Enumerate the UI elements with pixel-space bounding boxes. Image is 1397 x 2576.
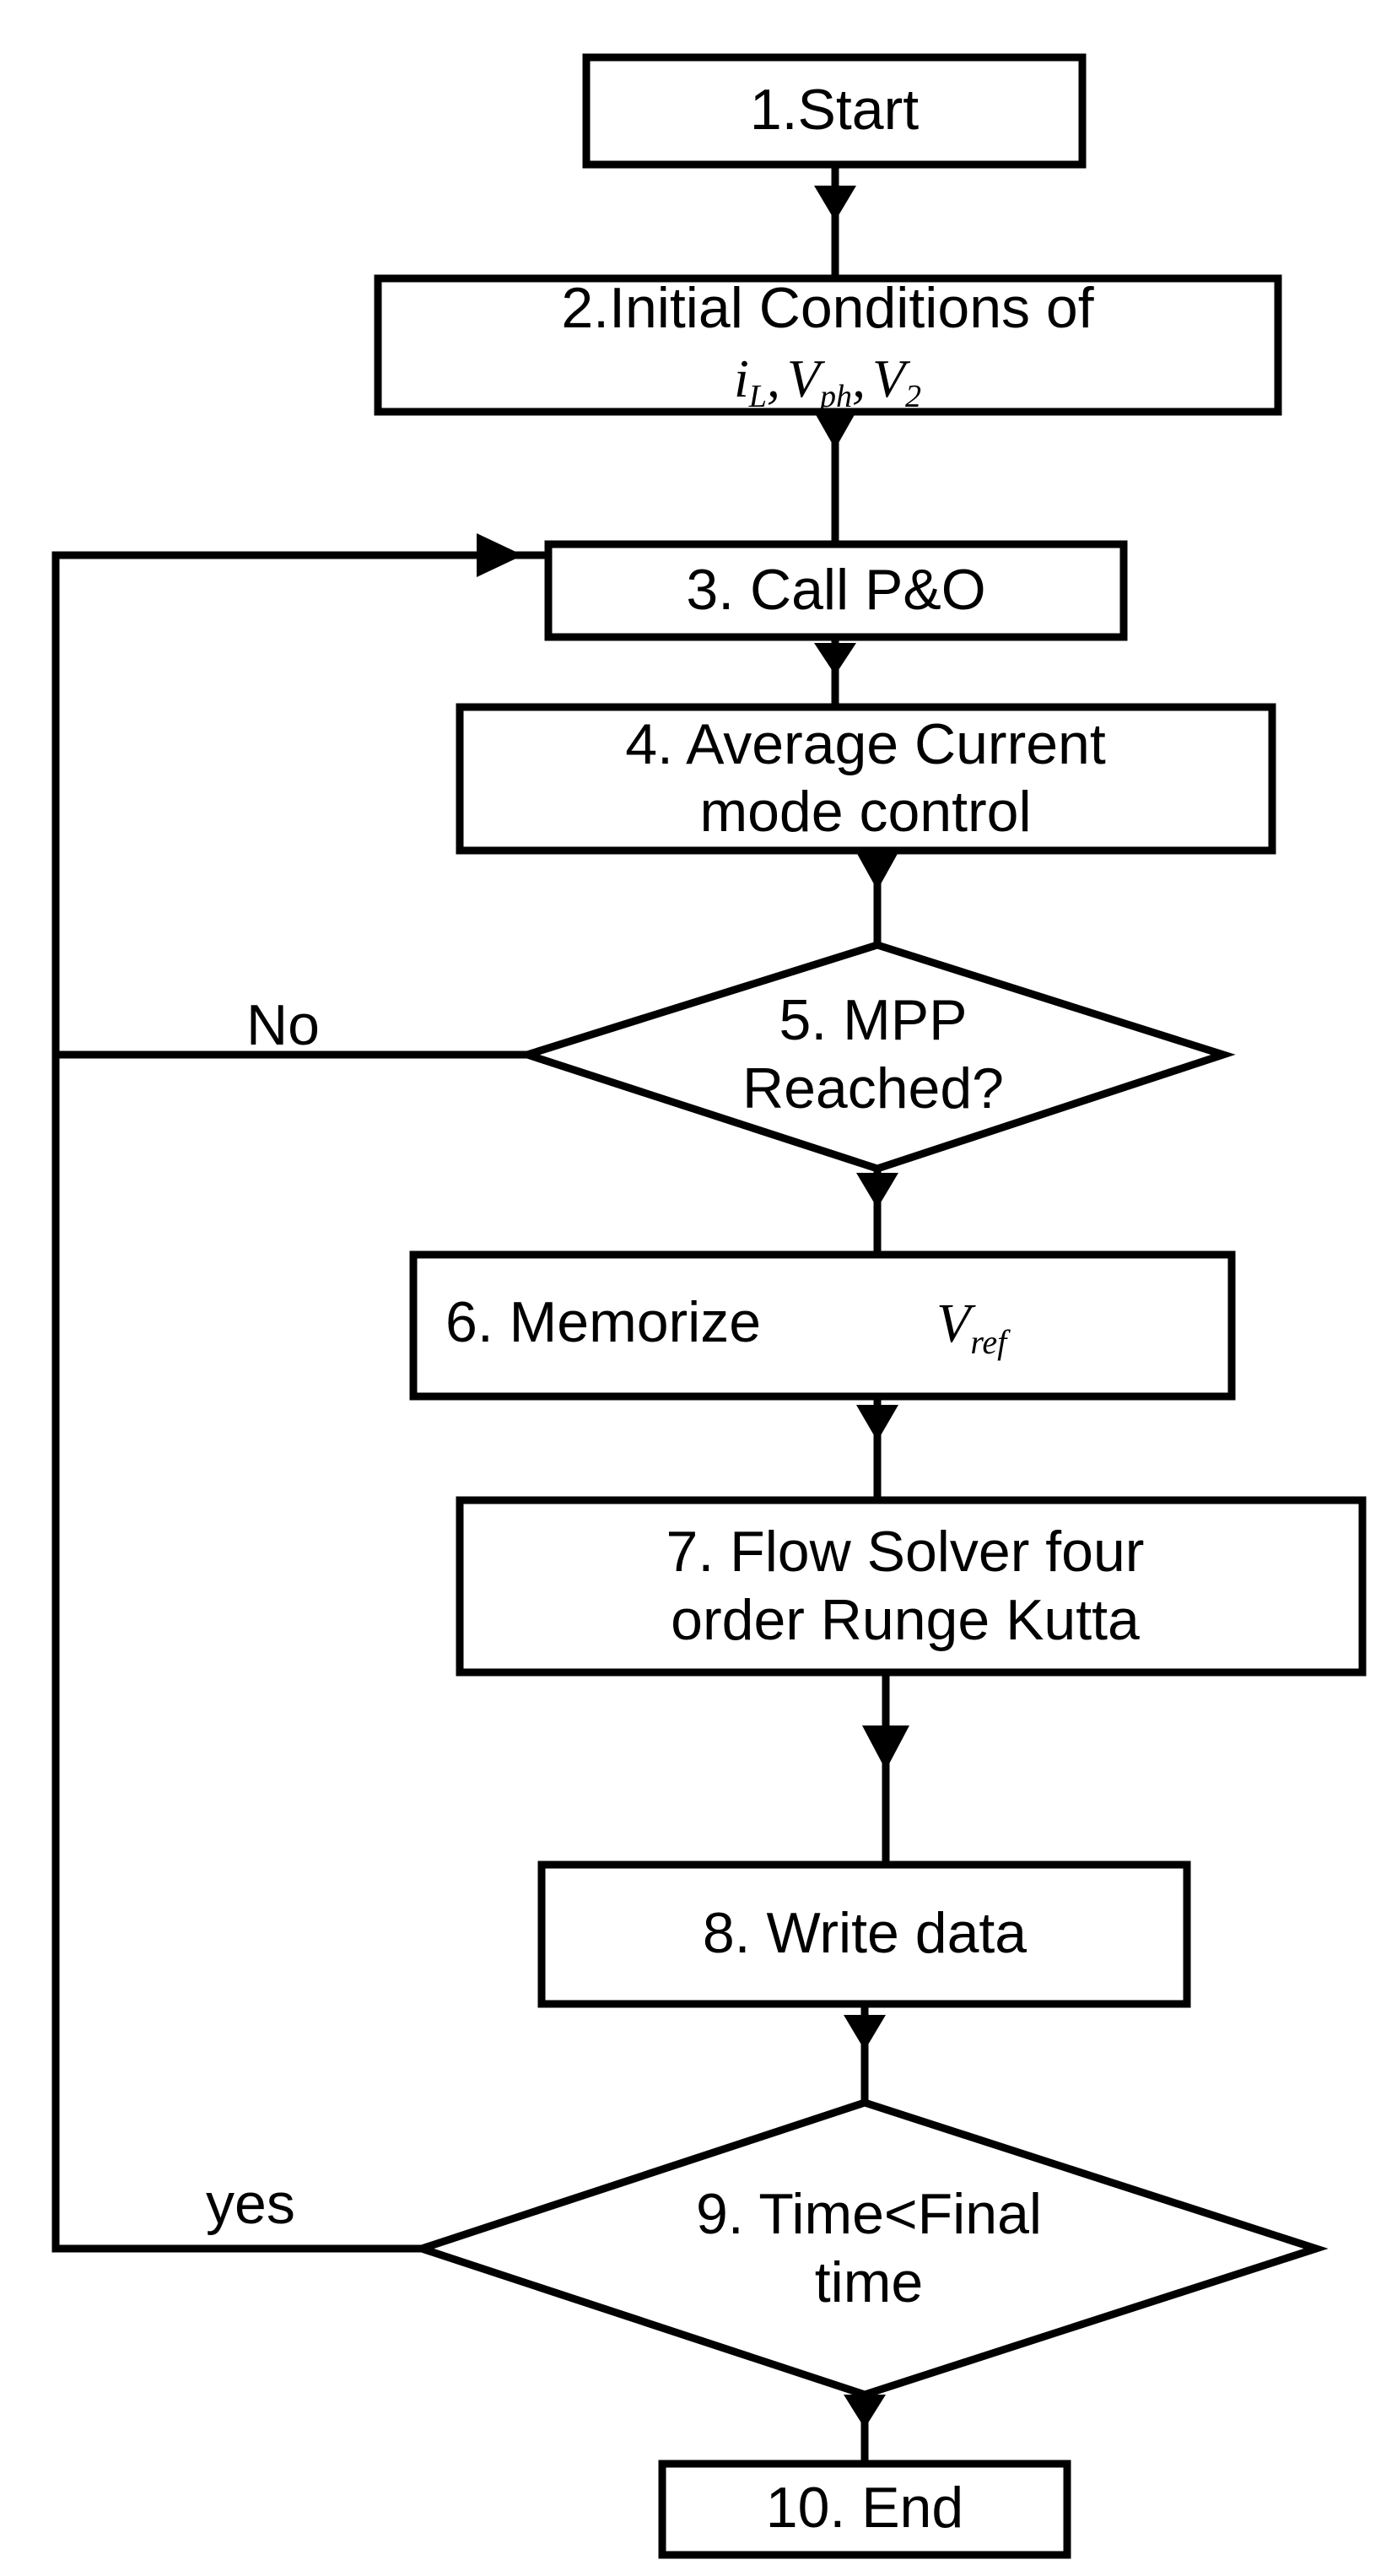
call-po-label: 3. Call P&O (686, 558, 985, 622)
node-initial-conditions: 2.Initial Conditions of iL,Vph,V2 (374, 274, 1282, 416)
flow-solver-line2: order Runge Kutta (671, 1588, 1140, 1652)
arrowheads (477, 186, 909, 2428)
memorize-var: Vref (936, 1293, 1011, 1361)
initial-conditions-vars: iL,Vph,V2 (734, 348, 921, 414)
node-flow-solver: 7. Flow Solver four order Runge Kutta (456, 1496, 1367, 1677)
edge-no-loop (51, 551, 548, 1059)
arrowhead-down (814, 643, 856, 675)
mpp-reached-line1: 5. MPP (779, 988, 968, 1052)
arrowhead-down (856, 1405, 898, 1441)
arrowhead-down (814, 412, 856, 449)
start-label: 1.Start (750, 78, 919, 142)
node-write-data: 8. Write data (537, 1860, 1191, 2008)
node-start: 1.Start (582, 53, 1087, 169)
average-current-line1: 4. Average Current (625, 712, 1106, 776)
time-check-line2: time (815, 2250, 923, 2314)
average-current-line2: mode control (699, 780, 1031, 844)
node-memorize: 6. Memorize Vref (409, 1250, 1236, 1401)
node-average-current: 4. Average Current mode control (456, 703, 1276, 855)
write-data-label: 8. Write data (703, 1901, 1027, 1965)
arrowhead-down (844, 2015, 886, 2050)
arrowhead-down (856, 852, 898, 890)
arrowhead-down (862, 1725, 909, 1770)
node-end: 10. End (658, 2460, 1071, 2559)
no-label: No (246, 993, 320, 1057)
node-time-check: 9. Time<Final time (409, 2098, 1329, 2399)
node-mpp-reached: 5. MPP Reached? (515, 941, 1236, 1173)
arrowhead-down (856, 1173, 898, 1208)
arrowhead-down (844, 2395, 886, 2428)
end-label: 10. End (766, 2476, 963, 2540)
node-call-po: 3. Call P&O (544, 540, 1128, 641)
mpp-reached-line2: Reached? (742, 1056, 1004, 1121)
time-check-line1: 9. Time<Final (696, 2182, 1042, 2246)
flow-solver-line1: 7. Flow Solver four (666, 1520, 1145, 1584)
initial-conditions-label: 2.Initial Conditions of (561, 276, 1093, 340)
arrowhead-right (477, 533, 523, 577)
yes-label: yes (206, 2172, 295, 2236)
memorize-label: 6. Memorize (445, 1290, 761, 1354)
arrowhead-down (814, 186, 856, 221)
edge-yes-loop (51, 1055, 422, 2253)
